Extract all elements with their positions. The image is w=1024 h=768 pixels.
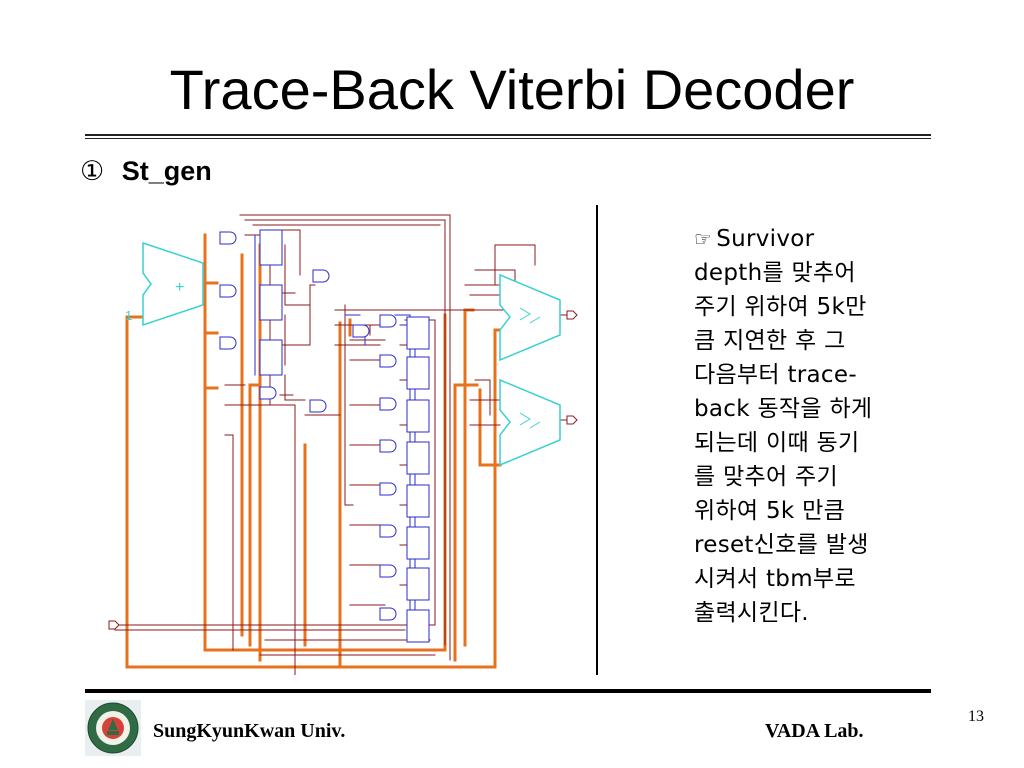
note-line-6: 되는데 이때 동기	[694, 430, 860, 456]
section-heading: ① St_gen	[80, 156, 212, 187]
slide-title: Trace-Back Viterbi Decoder	[169, 58, 855, 121]
flip-flops-left	[259, 229, 283, 376]
note-line-4: 다음부터 trace-	[694, 362, 857, 388]
flip-flops-right	[406, 316, 430, 643]
comparator-symbols	[519, 307, 541, 429]
st-gen-schematic: + 1	[108, 214, 578, 675]
note-line-7: 를 맞추어 주기	[694, 464, 838, 490]
note-line-1: depth를 맞추어	[694, 260, 856, 286]
title-rule	[85, 134, 931, 136]
note-line-10: 시켜서 tbm부로	[694, 566, 856, 592]
note-line-8: 위하여 5k 만큼	[694, 498, 846, 524]
adder-block: + 1	[125, 241, 204, 327]
adder-constant: 1	[125, 308, 132, 323]
output-pins	[108, 310, 578, 630]
footer-rule	[85, 689, 931, 693]
adder-sign: +	[175, 279, 184, 296]
university-seal-icon	[85, 700, 141, 756]
note-line-5: back 동작을 하게	[694, 396, 873, 422]
footer-lab: VADA Lab.	[765, 720, 864, 742]
section-number: ①	[80, 156, 105, 187]
section-label: St_gen	[121, 156, 212, 186]
and-gates	[219, 231, 397, 621]
column-divider	[596, 205, 598, 675]
note-line-9: reset신호를 발생	[694, 532, 869, 558]
pointing-hand-icon: ☞	[694, 227, 713, 251]
title-rule-thin	[85, 138, 931, 139]
signal-wires	[114, 214, 571, 675]
comparator-blocks	[499, 273, 561, 467]
note-line-0: ☞Survivor	[694, 226, 815, 252]
footer-university: SungKyunKwan Univ.	[153, 720, 346, 742]
note-line-3: 큼 지연한 후 그	[694, 328, 846, 354]
note-line-2: 주기 위하여 5k만	[694, 294, 867, 320]
page-number: 13	[968, 708, 984, 725]
explanation-note: ☞Survivor depth를 맞추어 주기 위하여 5k만 큼 지연한 후 …	[694, 222, 919, 630]
note-line-11: 출력시킨다.	[694, 600, 809, 626]
